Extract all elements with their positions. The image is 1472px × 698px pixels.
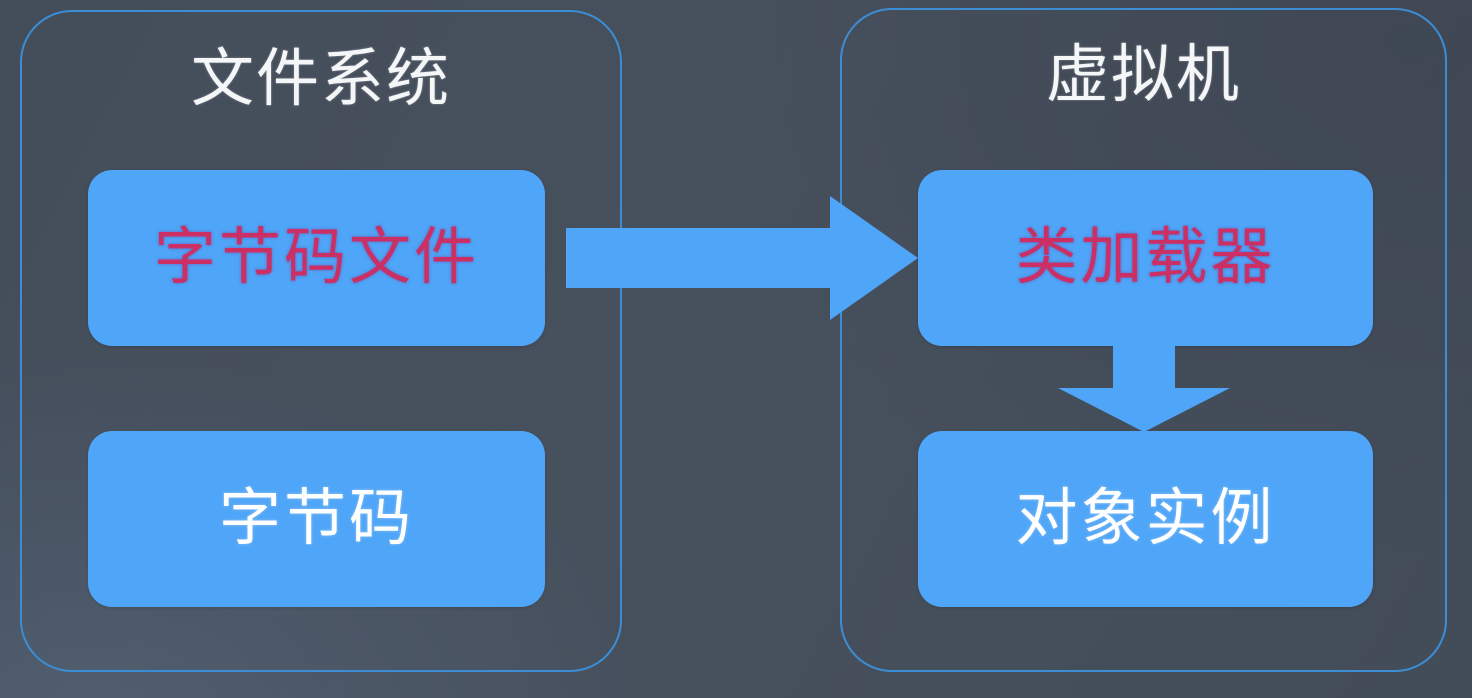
node-bytecode[interactable]: 字节码: [88, 431, 545, 607]
node-bytecode-file[interactable]: 字节码文件: [88, 170, 545, 346]
node-bytecode-label: 字节码: [218, 485, 414, 553]
node-bytecode-file-label: 字节码文件: [153, 224, 479, 292]
node-class-loader[interactable]: 类加载器: [918, 170, 1373, 346]
node-object-instance[interactable]: 对象实例: [918, 431, 1373, 607]
panel-virtual-machine: 虚拟机: [840, 8, 1447, 672]
panel-filesystem-title: 文件系统: [191, 44, 451, 114]
node-object-instance-label: 对象实例: [1015, 485, 1276, 553]
node-class-loader-label: 类加载器: [1015, 224, 1276, 292]
panel-filesystem: 文件系统: [20, 10, 622, 672]
panel-virtual-machine-title: 虚拟机: [1046, 40, 1241, 110]
